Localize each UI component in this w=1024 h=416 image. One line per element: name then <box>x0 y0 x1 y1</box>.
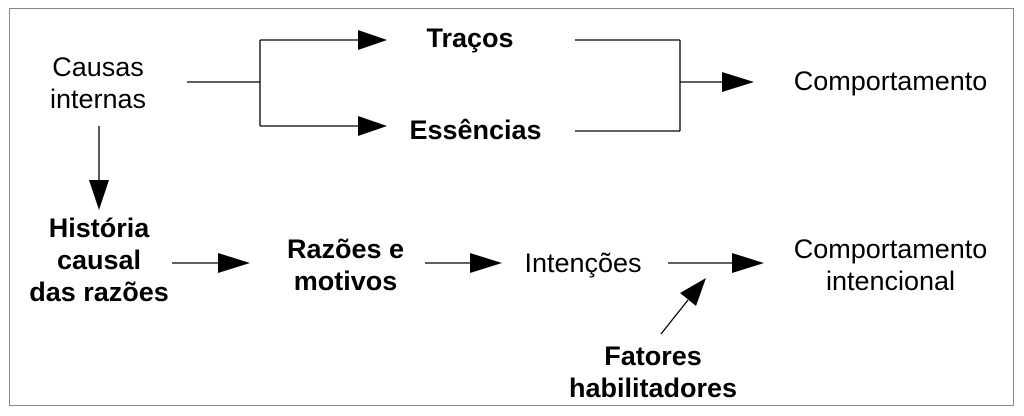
arrowhead-historia <box>89 180 109 210</box>
arrowhead-comportamento <box>722 72 754 92</box>
arrowhead-comportamento-intencional <box>732 253 764 273</box>
node-historia-line2: causal <box>56 245 142 275</box>
node-causas-internas-line2: internas <box>49 84 147 114</box>
arrowhead-razoes <box>218 253 250 273</box>
node-historia-causal: História causal das razões <box>10 212 188 308</box>
node-historia-line3: das razões <box>29 277 169 307</box>
node-intencoes: Intenções <box>524 248 642 278</box>
arrowhead-intencoes <box>470 253 502 273</box>
node-fatores-habilitadores: Fatores habilitadores <box>548 340 758 404</box>
node-comportamento: Comportamento <box>793 66 988 96</box>
node-fatores-line1: Fatores <box>604 341 702 371</box>
arrowhead-essencias <box>358 116 387 136</box>
arrowhead-tracos <box>358 30 387 50</box>
node-causas-internas: Causas internas <box>28 51 168 115</box>
node-causas-internas-line1: Causas <box>52 52 144 82</box>
node-comportamento-intencional-line2: intencional <box>825 266 956 296</box>
node-razoes-line2: motivos <box>293 266 398 296</box>
node-razoes-motivos: Razões e motivos <box>268 233 423 297</box>
connector-fatores-arrow <box>660 299 689 335</box>
node-essencias: Essências <box>409 115 542 145</box>
diagram-frame <box>9 8 1014 406</box>
arrowhead-fatores <box>680 278 706 306</box>
node-historia-line1: História <box>48 213 150 243</box>
node-comportamento-intencional-line1: Comportamento <box>793 234 988 264</box>
node-razoes-line1: Razões e <box>286 234 405 264</box>
node-tracos: Traços <box>426 23 514 53</box>
node-fatores-line2: habilitadores <box>568 373 738 403</box>
node-comportamento-intencional: Comportamento intencional <box>778 233 1003 297</box>
